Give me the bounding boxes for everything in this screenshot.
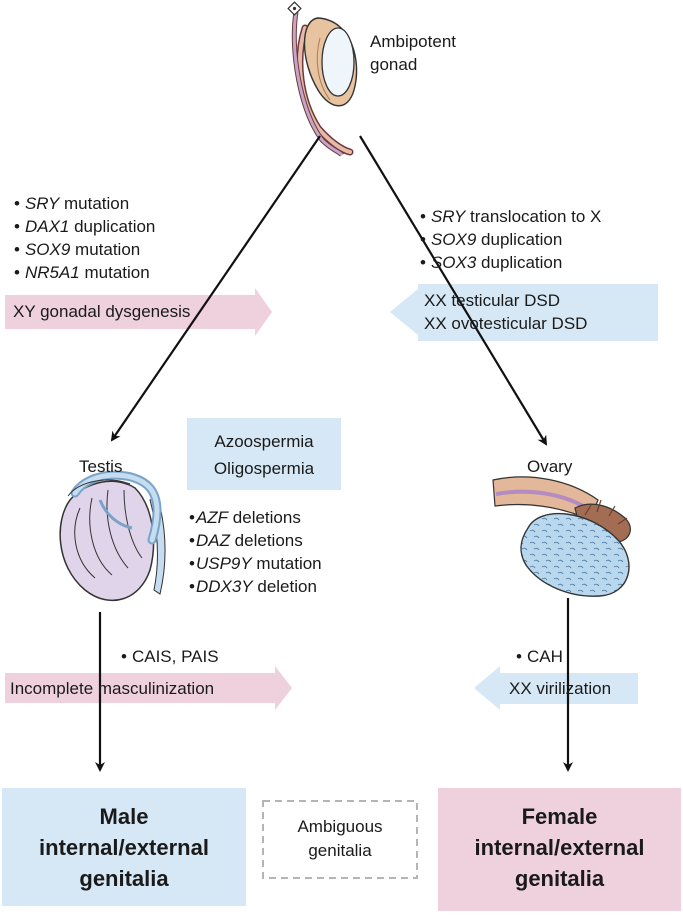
oligospermia: Oligospermia [213,459,315,478]
ambiguous-genitalia-label: Ambiguous genitalia [263,815,417,863]
ambipotent-gonad-label-line1: Ambipotent [370,32,456,51]
ambipotent-gonad-label: Ambipotent gonad [370,30,456,76]
female-line1: Female [521,804,598,829]
spermia-box: Azoospermia Oligospermia [187,418,341,490]
xx-virilization-band [474,666,638,710]
testis-cause-item: AZF deletions [189,506,322,529]
cah-item: CAH [516,645,563,668]
arrow-gonad-to-ovary [359,135,548,446]
testis-causes-list: AZF deletions DAZ deletions USP9Y mutati… [189,506,322,598]
testis-label: Testis [79,457,123,476]
ambiguous-line2: genitalia [308,841,372,860]
testis-cause-item: DDX3Y deletion [189,575,322,598]
cah-list: CAH [516,645,563,668]
female-line2: internal/external [474,835,645,860]
azoospermia: Azoospermia [214,432,314,451]
right-cause-item: SOX9 duplication [420,228,601,251]
male-genitalia-box: Male internal/external genitalia [2,788,246,906]
ambipotent-gonad-label-line2: gonad [370,55,418,74]
female-genitalia-box: Female internal/external genitalia [438,788,681,911]
ovary-label: Ovary [527,457,573,476]
xx-testicular-dsd: XX testicular DSD [424,291,561,310]
left-cause-item: NR5A1 mutation [14,261,155,284]
xy-gonadal-dysgenesis-band [5,288,272,336]
right-causes-list: SRY translocation to X SOX9 duplication … [420,205,601,274]
right-cause-item: SRY translocation to X [420,205,601,228]
cais-item: CAIS, PAIS [121,645,219,668]
xx-virilization-label: XX virilization [509,679,612,698]
ambipotent-gonad-illustration [287,1,358,157]
xx-ovotesticular-dsd: XX ovotesticular DSD [424,314,588,333]
cais-list: CAIS, PAIS [121,645,219,668]
arrow-gonad-to-testis [110,135,321,442]
left-cause-item: SOX9 mutation [14,238,155,261]
testis-cause-item: USP9Y mutation [189,552,322,575]
left-causes-list: SRY mutation DAX1 duplication SOX9 mutat… [14,192,155,284]
male-line2: internal/external [39,835,209,860]
ambiguous-line1: Ambiguous [297,817,383,836]
testis-cause-item: DAZ deletions [189,529,322,552]
female-line3: genitalia [514,866,605,891]
left-cause-item: DAX1 duplication [14,215,155,238]
testis-illustration [59,470,166,601]
male-line1: Male [99,804,149,829]
ovary-illustration [492,476,631,597]
left-cause-item: SRY mutation [14,192,155,215]
ambiguous-genitalia-box [262,800,418,879]
right-cause-item: SOX3 duplication [420,251,601,274]
male-line3: genitalia [79,866,169,891]
incomplete-masculinization-label: Incomplete masculinization [10,679,215,698]
xx-dsd-label: XX testicular DSD XX ovotesticular DSD [424,289,587,335]
incomplete-masculinization-band [5,666,292,710]
xy-gonadal-dysgenesis-label: XY gonadal dysgenesis [13,302,191,321]
